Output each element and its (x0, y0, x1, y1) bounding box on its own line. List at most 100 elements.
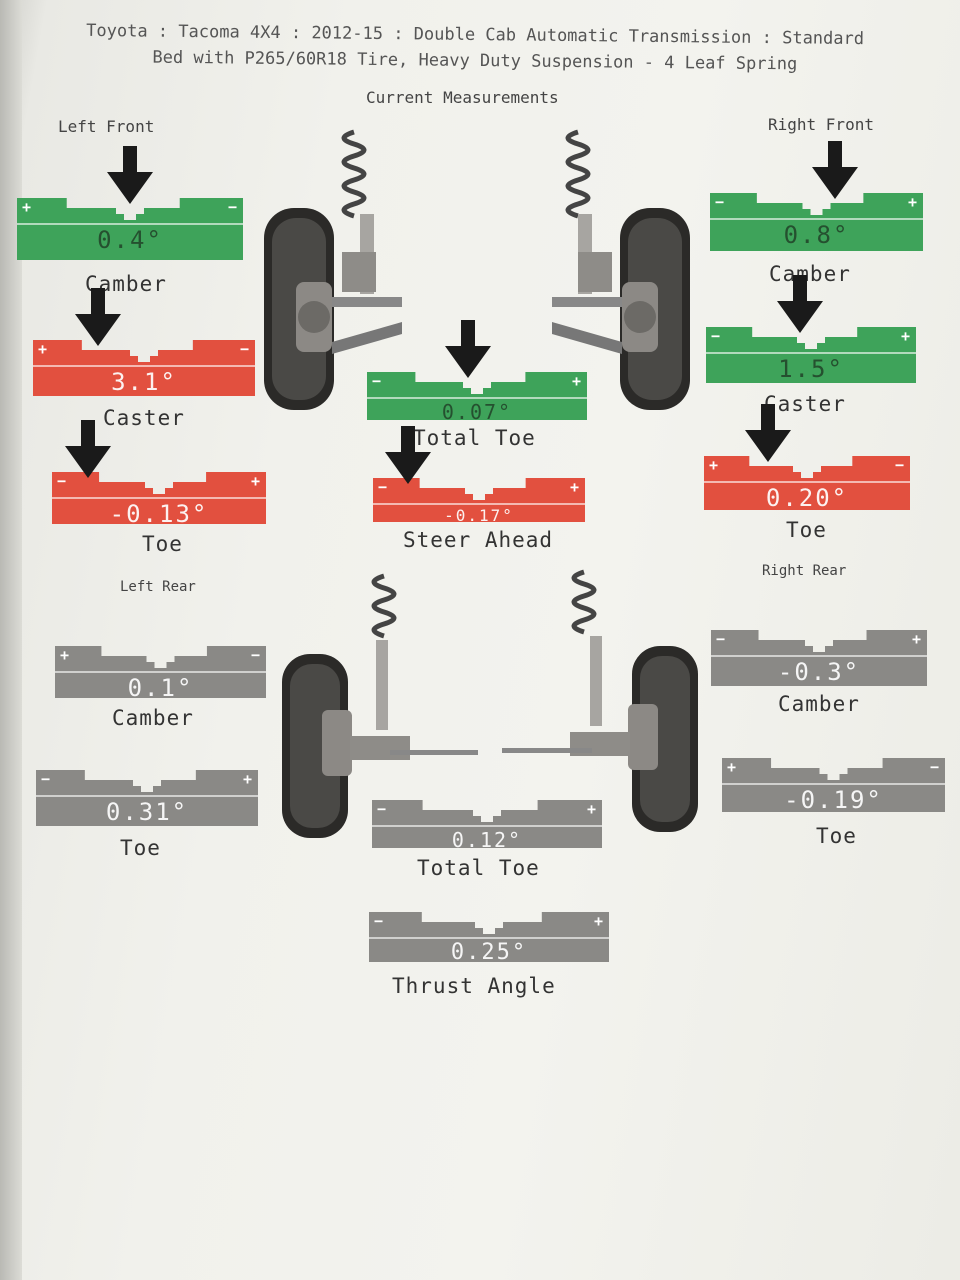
front-steer-ahead-left-sign: − (378, 478, 388, 496)
left-rear-toe-gauge: − +0.31° (36, 770, 258, 826)
right-rear-toe-right-sign: − (929, 758, 939, 776)
left-rear-suspension-illustration (282, 573, 478, 838)
rear-total-toe-label: Total Toe (417, 856, 540, 880)
rear-thrust-angle-right-sign: + (593, 912, 603, 930)
right-rear-toe-value: -0.19° (784, 786, 883, 814)
front-steer-ahead-gauge: − + -0.17° (373, 478, 585, 525)
front-total-toe-bar (367, 372, 587, 420)
right-front-camber-left-sign: − (715, 193, 725, 211)
left-rear-camber-right-sign: − (250, 646, 260, 664)
right-front-caster-right-sign: + (900, 327, 910, 345)
front-steer-ahead-right-sign: + (569, 478, 579, 496)
left-front-camber-right-sign: − (227, 198, 237, 216)
right-rear-camber-left-sign: − (716, 630, 726, 648)
rear-total-toe-bar (372, 800, 602, 848)
front-steer-ahead-label: Steer Ahead (403, 528, 554, 552)
right-rear-toe-left-sign: + (727, 758, 737, 776)
left-front-toe-value: -0.13° (109, 500, 209, 528)
rear-total-toe-right-sign: + (586, 800, 596, 818)
left-front-toe-indicator-arrow-icon (65, 420, 111, 478)
front-total-toe-gauge: − +0.07° (367, 372, 587, 424)
front-total-toe-indicator-arrow-icon (445, 320, 491, 378)
rear-total-toe-gauge: − +0.12° (372, 800, 602, 852)
right-rear-toe-gauge: + − -0.19° (722, 758, 945, 814)
left-front-caster-value: 3.1° (111, 368, 177, 396)
right-front-toe-indicator-arrow-icon (745, 404, 791, 462)
left-front-caster-left-sign: + (38, 340, 48, 358)
left-rear-toe-right-sign: + (242, 770, 252, 788)
right-rear-camber-label: Camber (778, 692, 860, 716)
right-front-camber-value: 0.8° (783, 221, 850, 249)
right-front-toe-left-sign: + (709, 456, 719, 474)
right-front-caster-label: Caster (764, 392, 846, 416)
left-front-caster-right-sign: − (239, 340, 249, 358)
left-rear-toe-value: 0.31° (105, 798, 189, 826)
left-front-title: Left Front (58, 117, 155, 136)
current-measurements-title: Current Measurements (366, 88, 559, 107)
right-front-caster-value: 1.5° (778, 355, 844, 383)
rear-thrust-angle-label: Thrust Angle (392, 974, 556, 998)
right-front-caster-indicator-arrow-icon (777, 275, 823, 333)
left-front-toe-left-sign: − (57, 472, 67, 490)
right-front-toe-label: Toe (786, 518, 827, 542)
left-front-caster-indicator-arrow-icon (75, 288, 121, 346)
left-front-toe-right-sign: + (250, 472, 260, 490)
front-total-toe-right-sign: + (571, 372, 581, 390)
rear-total-toe-left-sign: − (377, 800, 387, 818)
left-rear-camber-label: Camber (112, 706, 194, 730)
right-rear-camber-bar (711, 630, 927, 686)
right-rear-title: Right Rear (762, 563, 847, 579)
right-rear-camber-value: -0.3° (777, 658, 861, 686)
right-front-camber-bar (710, 193, 923, 251)
front-steer-ahead-bar (373, 478, 585, 522)
left-front-camber-gauge: + − 0.4° (17, 198, 243, 260)
right-front-title: Right Front (768, 115, 874, 134)
right-rear-camber-right-sign: + (911, 630, 921, 648)
right-front-camber-gauge: − +0.8° (710, 193, 923, 251)
right-front-toe-bar (704, 456, 910, 510)
rear-thrust-angle-value: 0.25° (450, 940, 528, 965)
left-rear-toe-bar (36, 770, 258, 826)
right-front-camber-indicator-arrow-icon (812, 141, 858, 199)
right-front-toe-value: 0.20° (765, 484, 849, 512)
front-steer-ahead-indicator-arrow-icon (385, 426, 431, 484)
left-rear-toe-label: Toe (120, 836, 161, 860)
right-front-camber-label: Camber (769, 262, 851, 286)
left-front-caster-label: Caster (103, 406, 185, 430)
left-front-camber-indicator-arrow-icon (107, 146, 153, 204)
paper-fold-shadow (0, 0, 22, 1280)
front-total-toe-left-sign: − (372, 372, 382, 390)
left-rear-toe-left-sign: − (41, 770, 51, 788)
left-front-camber-value: 0.4° (97, 226, 163, 254)
left-front-toe-gauge: − + -0.13° (52, 472, 266, 528)
left-front-camber-bar (17, 198, 243, 260)
right-front-caster-left-sign: − (711, 327, 721, 345)
left-rear-camber-value: 0.1° (127, 674, 194, 702)
left-front-toe-label: Toe (142, 532, 183, 556)
right-rear-toe-bar (722, 758, 945, 812)
left-front-camber-left-sign: + (22, 198, 32, 216)
left-rear-title: Left Rear (120, 579, 196, 595)
right-front-suspension-illustration (552, 129, 690, 410)
right-front-toe-gauge: + − 0.20° (704, 456, 910, 512)
right-front-toe-right-sign: − (894, 456, 904, 474)
right-front-camber-right-sign: + (907, 193, 917, 211)
right-rear-toe-label: Toe (816, 824, 857, 848)
left-front-suspension-illustration (264, 129, 402, 410)
right-front-caster-bar (706, 327, 916, 383)
rear-total-toe-value: 0.12° (451, 828, 523, 852)
front-steer-ahead-value: -0.17° (444, 506, 514, 525)
right-front-caster-gauge: − +1.5° (706, 327, 916, 383)
rear-thrust-angle-gauge: −+0.25° (369, 912, 609, 965)
front-total-toe-value: 0.07° (441, 400, 513, 424)
vehicle-header: Toyota : Tacoma 4X4 : 2012-15 : Double C… (40, 17, 910, 78)
left-rear-camber-left-sign: + (60, 646, 70, 664)
left-rear-camber-gauge: + − 0.1° (55, 646, 266, 702)
right-rear-suspension-illustration (502, 569, 698, 832)
left-front-caster-gauge: + − 3.1° (33, 340, 255, 396)
rear-thrust-angle-bar (369, 912, 609, 962)
right-rear-camber-gauge: − + -0.3° (711, 630, 927, 686)
front-total-toe-label: Total Toe (413, 426, 536, 450)
left-rear-camber-bar (55, 646, 266, 698)
left-front-toe-bar (52, 472, 266, 524)
